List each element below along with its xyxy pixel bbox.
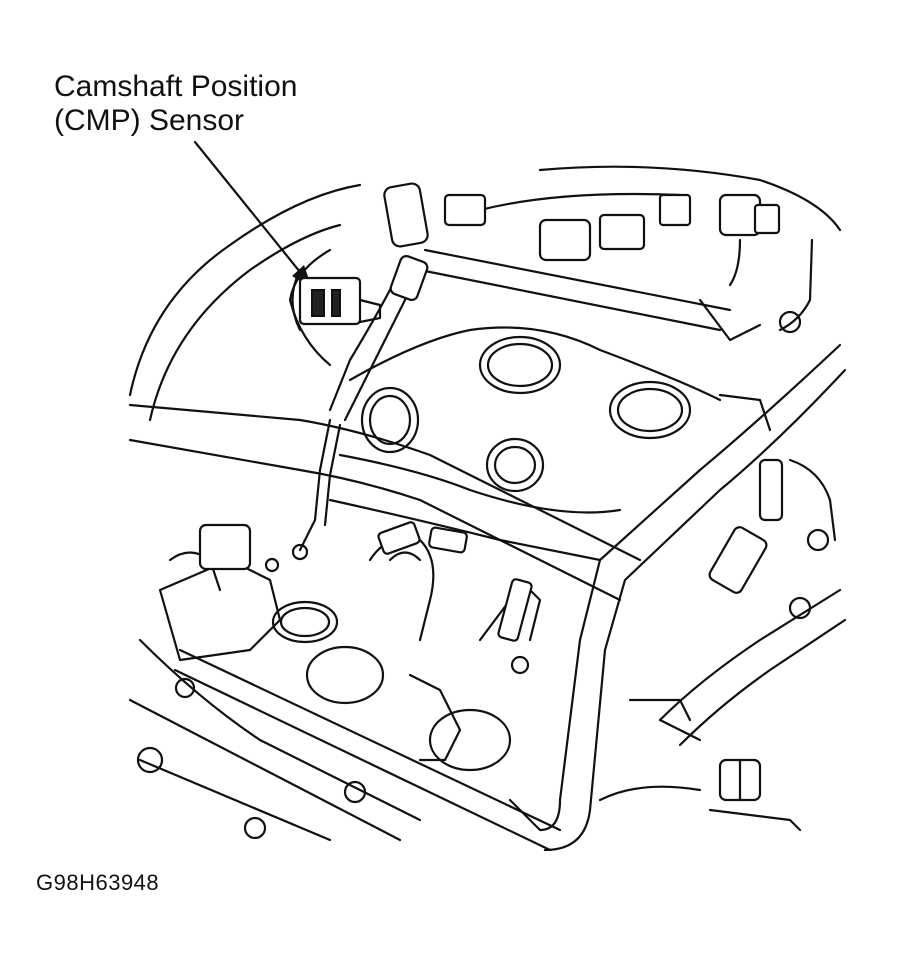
right-fittings [598,393,837,832]
cmp-sensor [298,276,382,326]
crossover-pipe [128,403,642,602]
callout-leader-arrow [193,140,312,288]
callout-line-1: Camshaft Position [54,70,298,103]
lower-engine-block [128,521,562,852]
cmp-sensor-callout-label: Camshaft Position (CMP) Sensor [54,70,297,138]
callout-line-2: (CMP) Sensor [54,104,245,137]
engine-bay-outline [128,165,842,422]
figure-id: G98H63948 [36,870,160,895]
bolts [136,528,830,840]
sensor-harness [291,255,429,561]
intake-runners [328,326,722,562]
fuel-rail [383,182,814,342]
